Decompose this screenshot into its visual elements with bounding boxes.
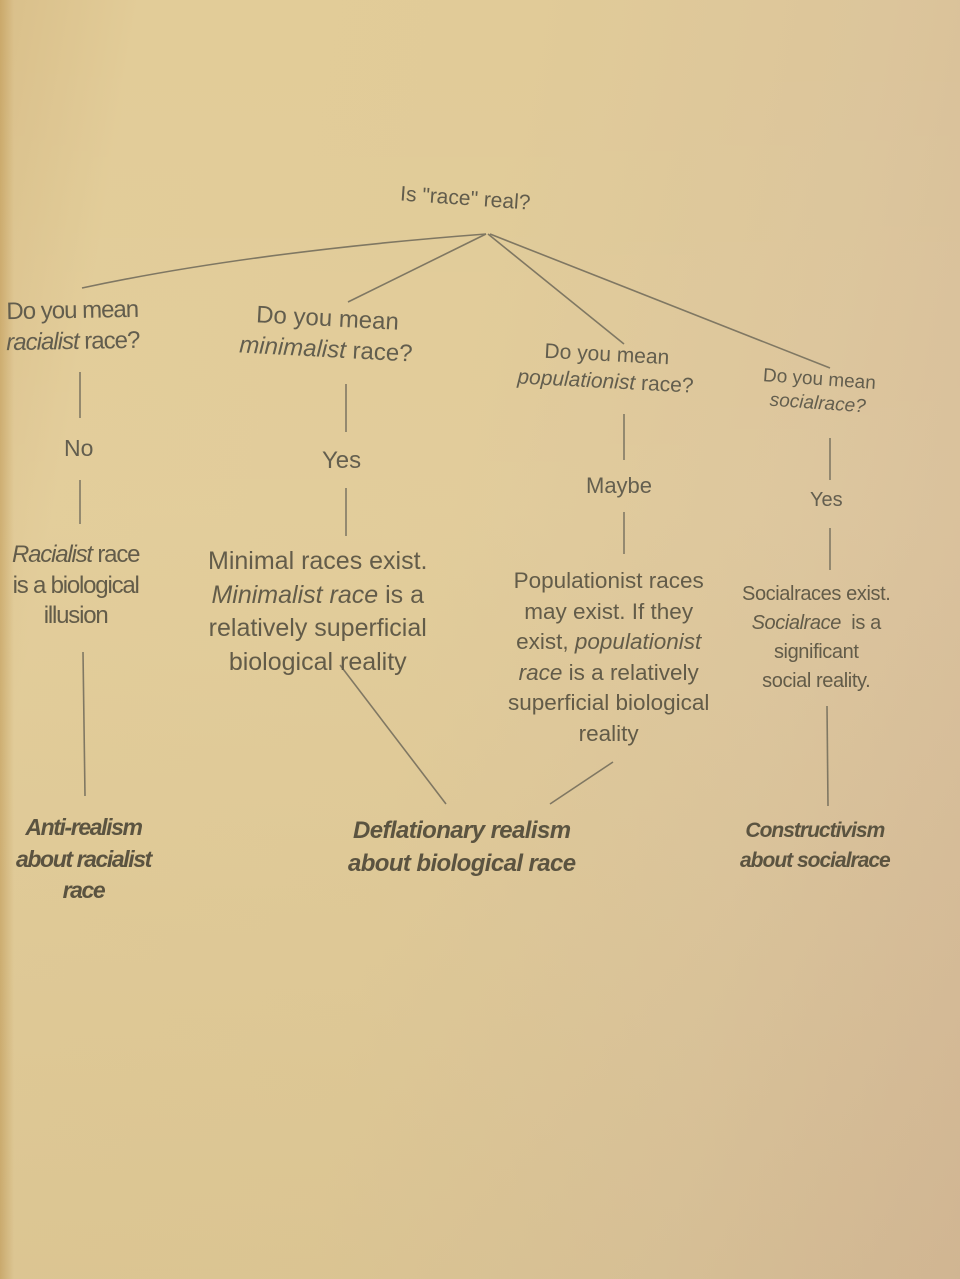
view-deflationary-realism: Deflationary realism about biological ra… (348, 814, 576, 880)
view-line: Constructivism (745, 819, 885, 842)
conclusion-line: social reality. (762, 670, 871, 692)
conclusion-term: Minimalist race (211, 580, 379, 609)
conclusion-rest: is a relatively (562, 659, 699, 685)
conclusion-minimalist: Minimal races exist. Minimalist race is … (208, 545, 428, 679)
conclusion-line: significant (773, 641, 859, 663)
answer-populationist: Maybe (586, 473, 653, 498)
edge-minimalist-view (339, 664, 447, 805)
question-rest: race? (78, 326, 140, 355)
conclusion-racialist: Racialist race is a biological illusion (12, 540, 140, 632)
edge-root-socialrace (489, 233, 831, 369)
question-rest: race? (345, 336, 414, 368)
conclusion-line: Populationist races (513, 568, 704, 593)
conclusion-line: is a biological (12, 571, 140, 599)
conclusion-line: biological reality (228, 647, 407, 676)
edge-root-minimalist (347, 233, 487, 303)
question-term: minimalist (238, 331, 347, 364)
question-term: racialist (6, 327, 79, 356)
view-line: Anti-realism (25, 814, 143, 840)
answer-racialist: No (64, 435, 94, 461)
conclusion-term: race (518, 659, 563, 685)
view-constructivism: Constructivism about socialrace (740, 816, 891, 876)
conclusion-populationist: Populationist races may exist. If they e… (508, 566, 709, 750)
conclusion-line: race is a relatively (508, 658, 709, 689)
edge-socialrace-view (826, 705, 829, 807)
conclusion-socialrace: Socialraces exist. Socialrace is a signi… (742, 580, 891, 696)
conclusion-rest: race (91, 541, 140, 568)
conclusion-line: Socialrace is a (742, 609, 890, 638)
view-line: race (62, 877, 106, 904)
view-anti-realism: Anti-realism about racialist race (16, 812, 152, 907)
conclusion-line: Minimal races exist. (208, 547, 428, 575)
conclusion-line: Racialist race (12, 540, 140, 571)
question-socialrace: Do you mean socialrace? (760, 364, 876, 420)
conclusion-term: Racialist (12, 541, 93, 568)
conclusion-rest: is a (378, 580, 425, 609)
question-line: racialist race? (6, 326, 140, 359)
conclusion-term: Socialrace (751, 612, 842, 634)
view-line: about racialist (16, 845, 152, 872)
view-line: about biological race (348, 850, 576, 878)
question-line: Do you mean (6, 295, 139, 326)
conclusion-line: Socialraces exist. (742, 583, 891, 605)
conclusion-line: relatively superficial (208, 614, 427, 642)
conclusion-line: reality (578, 720, 639, 746)
conclusion-term: populationist (574, 629, 702, 655)
answer-minimalist: Yes (322, 447, 362, 474)
edge-populationist-view (549, 761, 614, 805)
view-line: about socialrace (740, 848, 891, 872)
conclusion-line: may exist. If they (524, 598, 694, 624)
edge-root-racialist (81, 233, 487, 289)
question-populationist: Do you mean populationist race? (517, 337, 696, 400)
question-minimalist: Do you mean minimalist race? (239, 300, 415, 370)
conclusion-line: Minimalist race is a (208, 579, 428, 613)
conclusion-line: exist, populationist (508, 627, 709, 658)
conclusion-rest: exist, (516, 629, 575, 655)
conclusion-rest: is a (840, 612, 881, 634)
conclusion-line: superficial biological (508, 690, 710, 716)
edge-root-populationist (487, 233, 625, 345)
question-racialist: Do you mean racialist race? (5, 295, 140, 359)
question-term: populationist (516, 365, 636, 395)
answer-socialrace: Yes (810, 489, 843, 511)
edge-racialist-view (82, 651, 86, 797)
question-rest: race? (634, 371, 695, 398)
view-line: Deflationary realism (353, 817, 571, 844)
conclusion-line: illusion (43, 602, 109, 630)
question-term: socialrace? (769, 389, 867, 418)
